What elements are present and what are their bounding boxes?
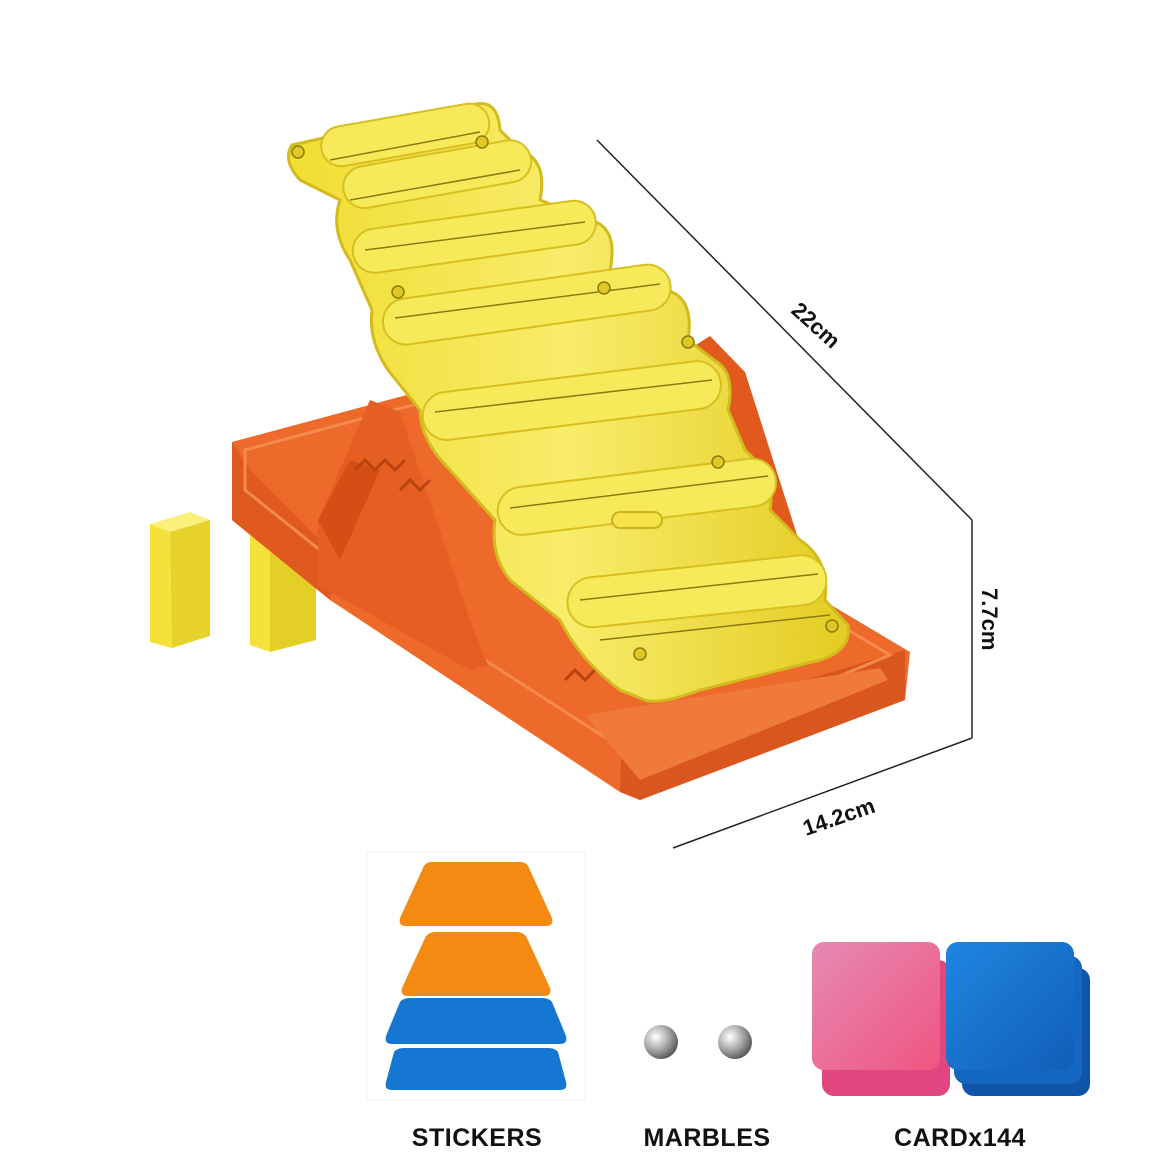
height-label: 7.7cm [977,588,1002,650]
marble-track [286,102,850,703]
sticker-orange-top [399,862,553,926]
marbles-caption: MARBLES [643,1124,771,1152]
length-label: 22cm [787,297,846,353]
cards-caption: CARDx144 [894,1124,1026,1152]
yellow-block [150,512,210,648]
track-lane [342,139,533,210]
track-lane [320,102,491,168]
sticker-orange-bottom [401,932,551,996]
length-dimension-line [596,139,973,521]
stickers-caption: STICKERS [411,1124,543,1152]
width-label: 14.2cm [799,793,878,841]
marble [718,1025,752,1059]
width-dimension-line [672,737,973,849]
sticker-blue-bottom [385,1048,567,1090]
card-blue [946,942,1074,1070]
stickers-sheet [366,851,586,1101]
track-lane [421,360,722,441]
cards-stack [812,942,1090,1096]
sticker-blue-top [385,998,567,1044]
marbles [644,1025,752,1059]
card-pink [812,942,940,1070]
track-lane [566,554,828,629]
marble [644,1025,678,1059]
